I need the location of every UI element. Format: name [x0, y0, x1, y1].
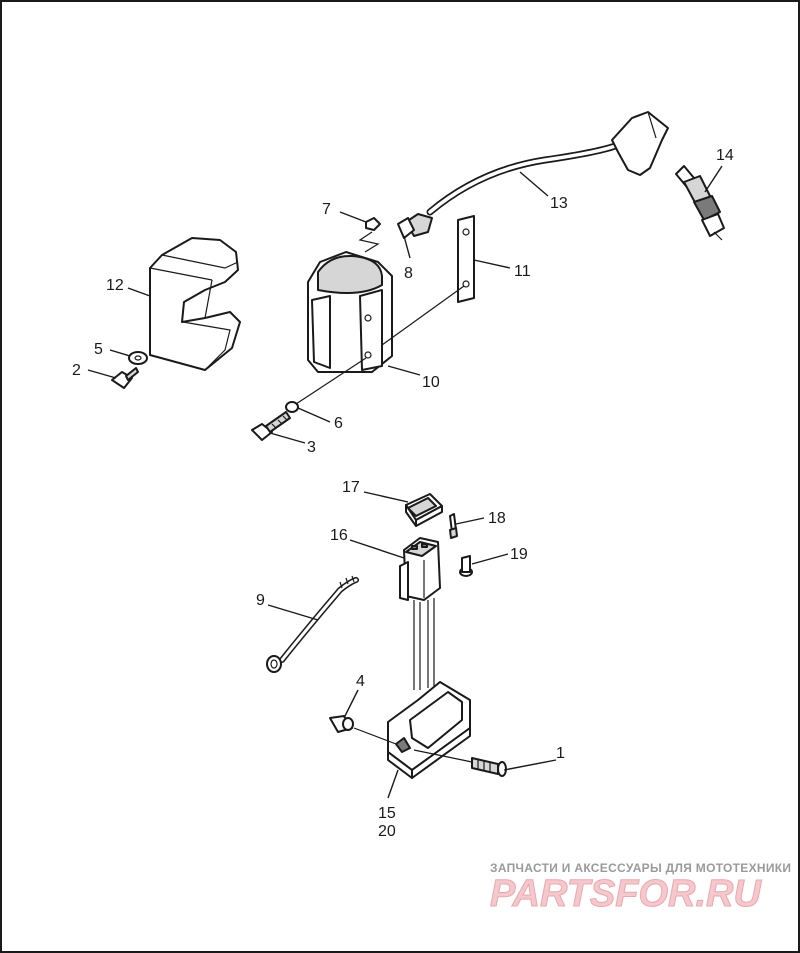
- label-10: 10: [422, 374, 440, 391]
- heat-shield-cover: [149, 237, 241, 371]
- screw-19: [459, 555, 473, 577]
- label-19: 19: [510, 546, 528, 563]
- label-18: 18: [488, 510, 506, 527]
- label-11: 11: [514, 263, 531, 280]
- lock-washer-6: [285, 401, 299, 413]
- label-15: 15: [378, 805, 396, 822]
- leader-lines: [87, 165, 723, 799]
- label-13: 13: [550, 195, 568, 212]
- pin-18: [449, 513, 458, 539]
- label-2: 2: [72, 362, 81, 379]
- label-16: 16: [330, 527, 348, 544]
- hex-bolt-3: [251, 411, 291, 441]
- label-4: 4: [356, 673, 365, 690]
- spark-plug: [675, 165, 725, 241]
- connector-housing: [399, 537, 441, 601]
- label-14: 14: [716, 147, 734, 164]
- label-20: 20: [378, 823, 396, 840]
- label-8: 8: [404, 265, 413, 282]
- bolt-2: [111, 367, 139, 389]
- label-12: 12: [106, 277, 124, 294]
- label-17: 17: [342, 479, 360, 496]
- ignition-module: [387, 681, 471, 779]
- label-6: 6: [334, 415, 343, 432]
- cable-tie: [266, 575, 359, 673]
- connector-cap: [405, 493, 443, 527]
- label-9: 9: [256, 592, 265, 609]
- mounting-bracket: [295, 215, 475, 405]
- watermark: ЗАПЧАСТИ И АКСЕССУАРЫ ДЛЯ МОТОТЕХНИКИ PA…: [490, 861, 792, 916]
- part-labels: 1 2 3 4 5 6 7 8 9 10 11 12 13 14 15 16 1…: [72, 147, 734, 840]
- watermark-logo: PARTSFOR.RU: [490, 873, 762, 915]
- watermark-tagline: ЗАПЧАСТИ И АКСЕССУАРЫ ДЛЯ МОТОТЕХНИКИ: [490, 861, 791, 875]
- ignition-coil: [307, 251, 393, 373]
- spacer-4: [329, 715, 397, 745]
- washer-5: [128, 351, 148, 365]
- nut-7: [358, 217, 381, 253]
- label-1: 1: [556, 745, 565, 762]
- label-5: 5: [94, 341, 103, 358]
- label-7: 7: [322, 201, 331, 218]
- label-3: 3: [307, 439, 316, 456]
- module-wires: [413, 598, 435, 690]
- spark-plug-cable: [397, 111, 669, 239]
